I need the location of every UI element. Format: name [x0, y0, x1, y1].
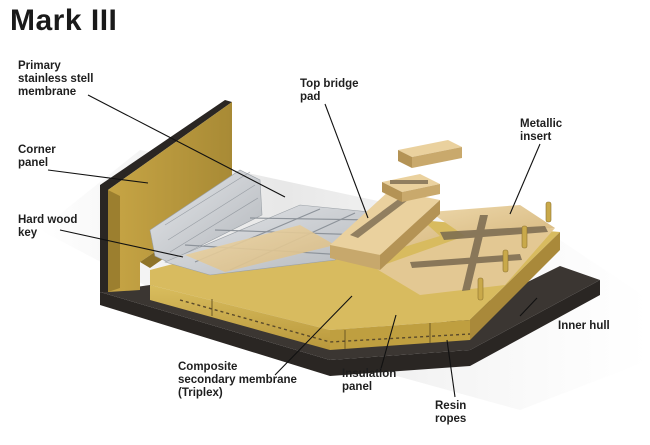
label-top-bridge-pad: Top bridge pad [300, 78, 359, 103]
wood-panel-left [185, 225, 335, 272]
exploded-pad-1-side [412, 147, 462, 168]
inner-hull-base [100, 280, 600, 376]
exploded-pad-1-front [398, 150, 412, 168]
exploded-pad-2-front [402, 184, 440, 202]
label-corner-panel: Corner panel [18, 144, 56, 169]
floor-insulation-right [470, 232, 560, 340]
exploded-pad-2-side [382, 182, 402, 202]
label-primary-membrane: Primary stainless stell membrane [18, 60, 94, 98]
label-insulation-panel: Insulation panel [342, 368, 397, 393]
exploded-pad-1-top [398, 140, 462, 157]
inner-hull-top [100, 266, 600, 360]
label-inner-hull: Inner hull [558, 320, 610, 332]
top-bridge-pad-top [330, 190, 440, 255]
floor-insulation-front-right [330, 320, 470, 350]
metallic-insert-pins [477, 201, 552, 301]
page-title: Mark III [10, 4, 118, 37]
wall-insulation-side [108, 190, 120, 292]
label-hard-wood-key: Hard wood key [18, 214, 78, 239]
top-bridge-pad-side [380, 200, 440, 270]
label-metallic-insert: Metallic insert [520, 118, 563, 143]
label-composite-membrane: Composite secondary membrane (Triplex) [178, 361, 297, 399]
leader-lines [47, 94, 541, 398]
wall-insulation-front [108, 102, 232, 292]
top-bridge-pad-front [330, 245, 380, 270]
label-resin-ropes: Resin ropes [435, 400, 467, 425]
